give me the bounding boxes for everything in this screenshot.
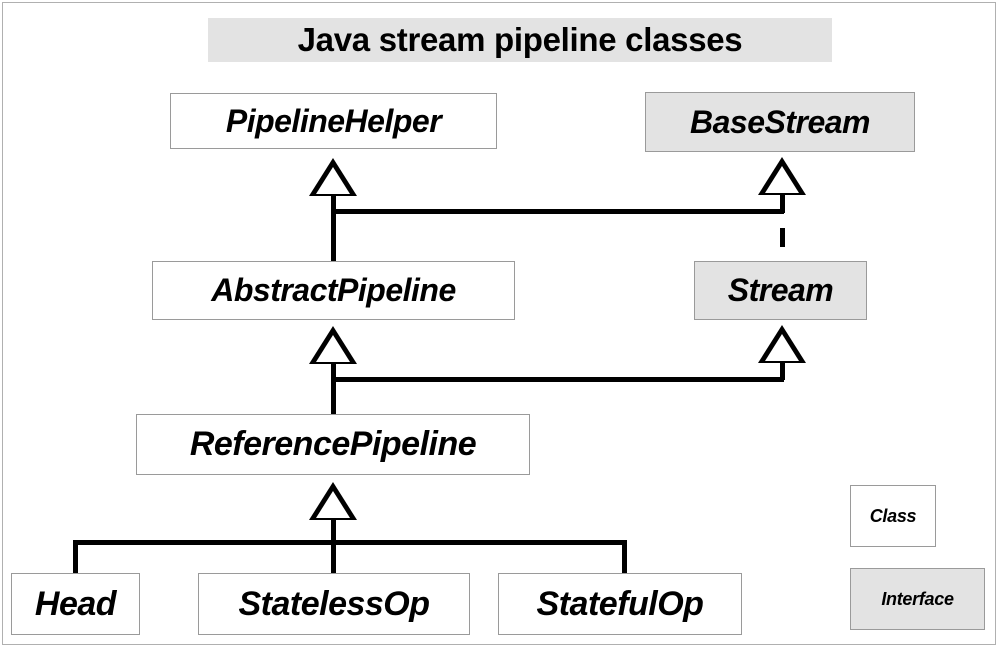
node-stream[interactable]: Stream bbox=[694, 261, 867, 320]
node-statefulop[interactable]: StatefulOp bbox=[498, 573, 742, 635]
node-statelessop[interactable]: StatelessOp bbox=[198, 573, 470, 635]
edge-bar-tier3 bbox=[73, 540, 627, 545]
edge-abstractpipeline-to-pipelinehelper bbox=[331, 195, 336, 265]
node-label-head: Head bbox=[34, 584, 117, 623]
node-label-abstractpipeline: AbstractPipeline bbox=[211, 272, 456, 308]
arrowhead-referencepipeline-inner bbox=[316, 491, 350, 518]
node-label-statefulop: StatefulOp bbox=[536, 584, 704, 623]
node-head[interactable]: Head bbox=[11, 573, 140, 635]
edge-bar-tier1 bbox=[331, 209, 784, 214]
node-label-referencepipeline: ReferencePipeline bbox=[189, 425, 477, 463]
edge-head-drop bbox=[73, 540, 78, 576]
page-title: Java stream pipeline classes bbox=[208, 18, 832, 62]
edge-subclasses-riser bbox=[331, 519, 336, 545]
edge-statefulop-drop bbox=[622, 540, 627, 576]
edge-statelessop-drop bbox=[331, 540, 336, 576]
arrowhead-basestream-inner bbox=[765, 166, 799, 193]
legend-item-interface: Interface bbox=[850, 568, 985, 630]
node-basestream[interactable]: BaseStream bbox=[645, 92, 915, 152]
node-label-basestream: BaseStream bbox=[690, 103, 871, 140]
node-abstractpipeline[interactable]: AbstractPipeline bbox=[152, 261, 515, 320]
edge-referencepipeline-to-stream bbox=[780, 362, 785, 380]
node-label-statelessop: StatelessOp bbox=[238, 584, 430, 623]
edge-referencepipeline-to-abstractpipeline bbox=[331, 362, 336, 418]
edge-stream-realizes-basestream-dash bbox=[780, 228, 785, 247]
arrowhead-pipelinehelper-inner bbox=[316, 167, 350, 194]
legend-item-class: Class bbox=[850, 485, 936, 547]
legend-label-interface: Interface bbox=[881, 588, 954, 609]
node-label-stream: Stream bbox=[727, 272, 834, 308]
arrowhead-stream-inner bbox=[765, 334, 799, 361]
arrowhead-abstractpipeline-inner bbox=[316, 335, 350, 362]
legend-label-class: Class bbox=[869, 505, 917, 526]
edge-abstractpipeline-to-basestream bbox=[780, 194, 785, 213]
node-referencepipeline[interactable]: ReferencePipeline bbox=[136, 414, 530, 475]
node-label-pipelinehelper: PipelineHelper bbox=[225, 102, 442, 139]
node-pipelinehelper[interactable]: PipelineHelper bbox=[170, 93, 497, 149]
edge-bar-tier2 bbox=[331, 377, 784, 382]
